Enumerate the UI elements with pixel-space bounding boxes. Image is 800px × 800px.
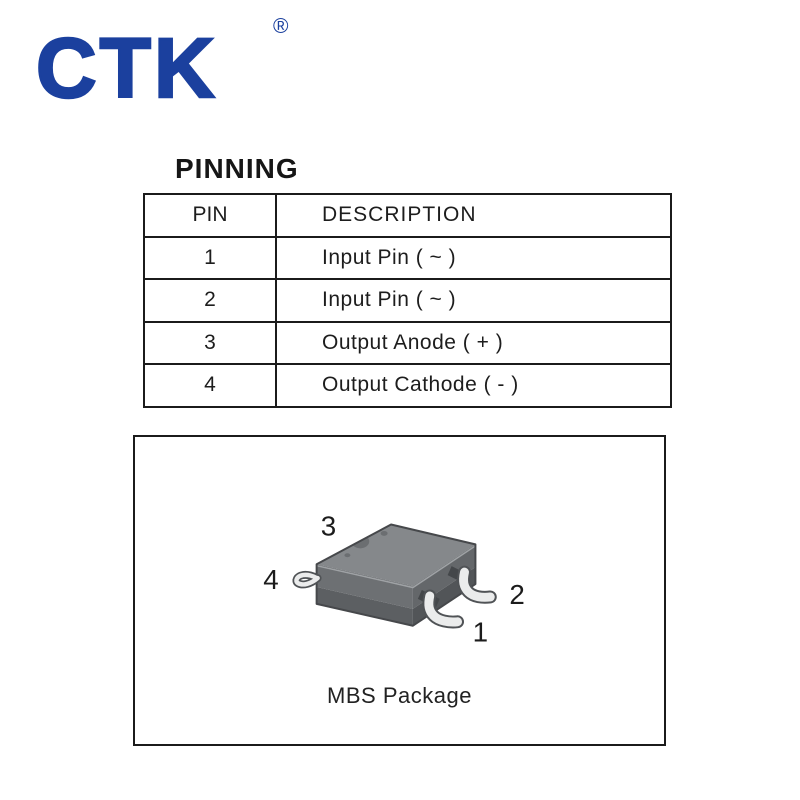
- top-dimple: [344, 553, 351, 558]
- registered-trademark-icon: ®: [273, 15, 289, 38]
- pin-label-3: 3: [321, 510, 336, 541]
- logo-text: CTK: [35, 21, 218, 115]
- package-left-face-lower: [316, 587, 413, 626]
- pin-cell: 4: [143, 363, 277, 408]
- description-cell: Input Pin ( ~ ): [275, 235, 672, 280]
- pin-lead-1-surface: [424, 591, 463, 627]
- top-dimple: [380, 530, 388, 536]
- description-column-header: DESCRIPTION: [275, 193, 672, 238]
- pin-table-header-row: PIN DESCRIPTION: [143, 193, 672, 238]
- pin-column-header: PIN: [143, 193, 277, 238]
- pin-label-1: 1: [473, 617, 488, 648]
- pin-cell: 2: [143, 278, 277, 323]
- pin-cell: 1: [143, 235, 277, 280]
- description-cell: Output Cathode ( - ): [275, 363, 672, 408]
- ctk-logo: CTK ®: [35, 15, 289, 111]
- package-diagram-svg: 3 4 2 1: [263, 510, 525, 648]
- package-outline: [315, 523, 477, 627]
- table-row: 3 Output Anode ( + ): [143, 320, 672, 365]
- table-row: 2 Input Pin ( ~ ): [143, 278, 672, 323]
- pin-lead-2-surface: [459, 567, 495, 602]
- description-cell: Input Pin ( ~ ): [275, 278, 672, 323]
- table-row: 1 Input Pin ( ~ ): [143, 235, 672, 280]
- package-figure: 3 4 2 1 MBS Package: [133, 435, 666, 746]
- edge-highlight: [316, 545, 476, 589]
- pin-label-2: 2: [509, 579, 524, 610]
- pin-table: PIN DESCRIPTION 1 Input Pin ( ~ ) 2 Inpu…: [143, 193, 672, 408]
- section-heading: PINNING: [175, 153, 299, 184]
- pin-lead-4-surface: [294, 572, 320, 587]
- figure-caption: MBS Package: [327, 683, 472, 708]
- pin-cell: 3: [143, 320, 277, 365]
- package-top-face: [316, 524, 476, 587]
- description-cell: Output Anode ( + ): [275, 320, 672, 365]
- pin-label-4: 4: [263, 564, 278, 595]
- package-left-face-upper: [316, 564, 413, 609]
- table-row: 4 Output Cathode ( - ): [143, 363, 672, 408]
